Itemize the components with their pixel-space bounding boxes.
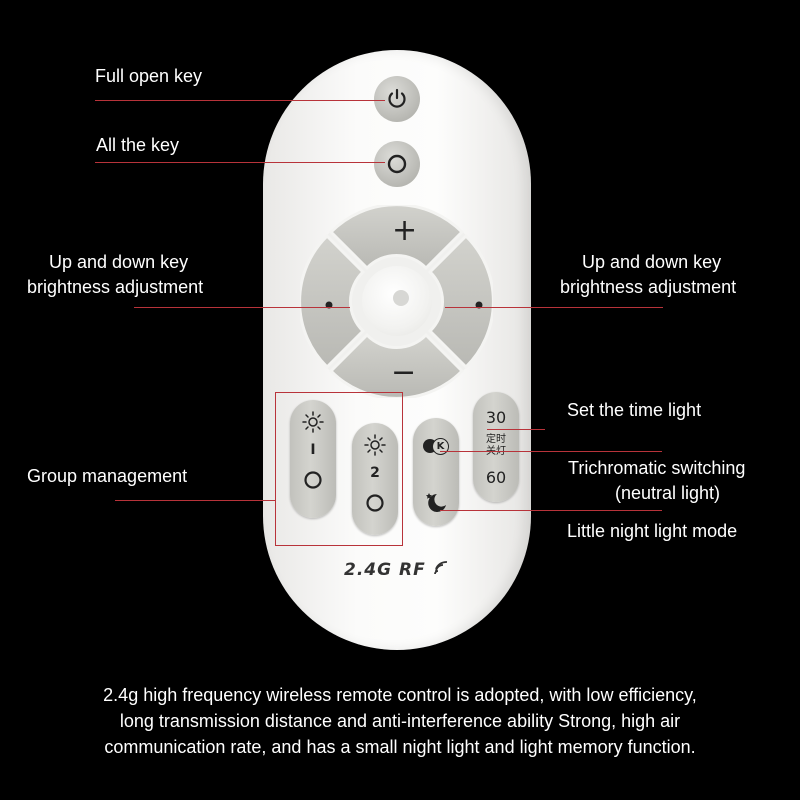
color-temperature-icon: K — [423, 438, 449, 455]
power-icon — [388, 88, 406, 108]
brand-text: 2.4G RF — [344, 560, 426, 580]
leader-line — [95, 100, 385, 101]
label-full-open-key: Full open key — [95, 66, 203, 86]
circle-icon — [387, 154, 407, 174]
brand-label: 2.4G RF — [344, 560, 449, 580]
sun-icon — [302, 411, 324, 433]
moon-star-icon — [426, 493, 446, 512]
dpad-left-button[interactable] — [300, 233, 366, 370]
label-trichromatic-2: (neutral light) — [615, 483, 721, 503]
dot-icon — [325, 301, 333, 309]
label-updown-left-2: brightness adjustment — [27, 277, 204, 297]
timer-30-label: 30 — [485, 408, 507, 427]
group-1-button[interactable]: I — [290, 400, 336, 518]
dpad-right-button[interactable] — [427, 233, 493, 370]
minus-symbol: − — [391, 355, 417, 390]
leader-line — [115, 500, 275, 501]
leader-line — [487, 429, 545, 430]
leader-line — [440, 451, 662, 452]
dot-icon — [475, 301, 483, 309]
circle-icon — [366, 494, 384, 512]
group-2-button[interactable]: 2 — [352, 423, 398, 535]
label-updown-right-2: brightness adjustment — [560, 277, 737, 297]
wireless-signal-icon — [433, 561, 447, 575]
label-trichromatic-1: Trichromatic switching — [568, 458, 746, 478]
description-text: 2.4g high frequency wireless remote cont… — [0, 682, 800, 760]
label-set-time-light: Set the time light — [567, 400, 702, 420]
label-all-the-key: All the key — [96, 135, 180, 155]
timer-cn-label-1: 定时 — [486, 434, 506, 445]
leader-line — [440, 510, 662, 511]
leader-line — [445, 307, 663, 308]
color-night-button[interactable]: K — [413, 418, 459, 526]
k-letter: K — [436, 441, 445, 452]
timer-button[interactable]: 30 定时 关灯 60 — [473, 392, 519, 502]
description-line-3: communication rate, and has a small nigh… — [104, 737, 696, 757]
circle-icon — [304, 471, 322, 489]
label-night-light: Little night light mode — [567, 521, 738, 541]
label-updown-left-1: Up and down key — [49, 252, 189, 272]
all-off-button[interactable] — [374, 141, 420, 187]
description-line-1: 2.4g high frequency wireless remote cont… — [103, 685, 697, 705]
description-line-2: long transmission distance and anti-inte… — [119, 711, 681, 731]
sun-icon — [364, 434, 386, 456]
timer-cn-label-2: 关灯 — [473, 446, 519, 458]
plus-symbol: + — [392, 213, 418, 248]
group-2-number: 2 — [370, 465, 380, 481]
label-group-management: Group management — [27, 466, 188, 486]
center-dot-icon — [393, 290, 409, 306]
group-1-number: I — [310, 442, 316, 458]
group-highlight-box — [275, 392, 403, 546]
timer-60-label: 60 — [485, 468, 507, 487]
leader-line — [95, 162, 385, 163]
dpad-up-button[interactable] — [328, 205, 465, 271]
label-updown-right-1: Up and down key — [582, 252, 722, 272]
leader-line — [134, 307, 350, 308]
power-button[interactable] — [374, 76, 420, 122]
